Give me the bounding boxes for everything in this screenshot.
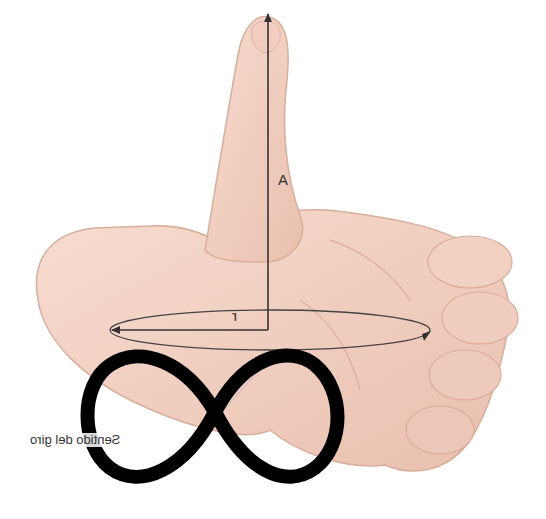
vector-arrow — [267, 14, 269, 330]
radius-label: r — [232, 308, 237, 325]
thumb-nail — [251, 21, 280, 53]
vector-label: A — [278, 172, 288, 189]
caption-label: Sentido del giro — [28, 433, 122, 447]
finger — [428, 236, 512, 288]
knuckle-crease — [330, 240, 410, 300]
finger — [406, 406, 474, 454]
finger — [429, 350, 501, 400]
rotation-arrowhead — [422, 331, 431, 341]
rotation-ellipse — [110, 310, 430, 350]
thumb — [205, 17, 303, 262]
radius-arrow — [112, 329, 268, 330]
infinity-symbol — [88, 356, 338, 477]
finger — [442, 292, 518, 344]
